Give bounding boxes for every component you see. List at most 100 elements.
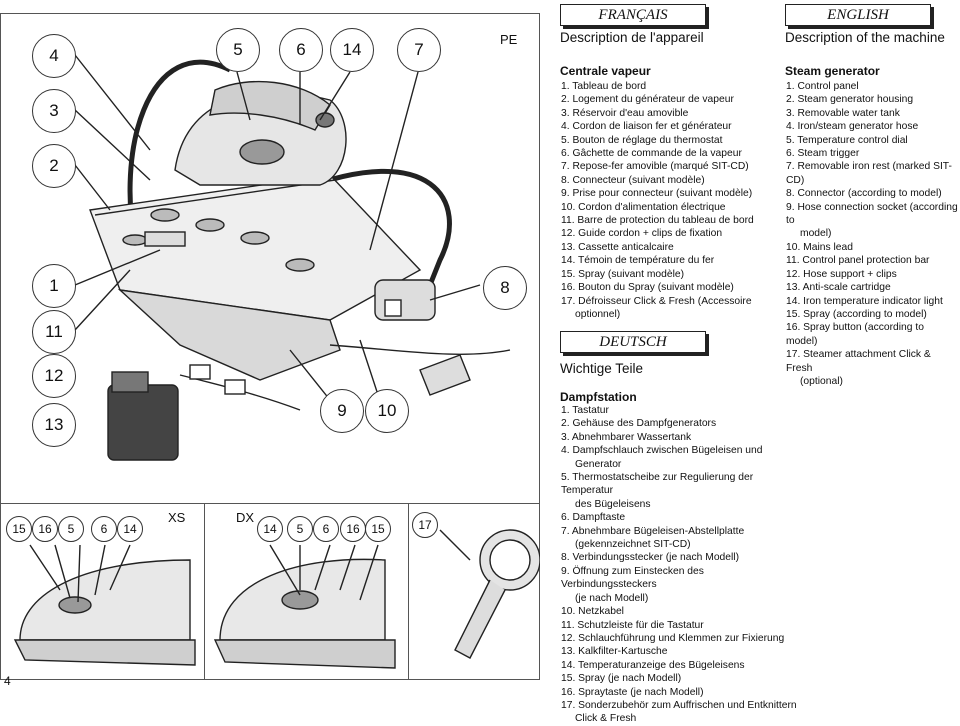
callout-4: 4 <box>32 34 76 78</box>
en-list-item: 3. Removable water tank <box>786 107 900 119</box>
en-list-item: 10. Mains lead <box>786 241 853 253</box>
en-list-item: 11. Control panel protection bar <box>786 255 930 267</box>
callout-9: 9 <box>320 389 364 433</box>
dx-callout-6: 6 <box>313 516 339 542</box>
de-list-item: 10. Netzkabel <box>561 606 624 618</box>
en-list-item: 6. Steam trigger <box>786 148 860 160</box>
en-list-item: 13. Anti-scale cartridge <box>786 282 891 294</box>
de-list-item: 1. Tastatur <box>561 405 609 416</box>
page-number: 4 <box>4 674 11 688</box>
lang-header-fr: FRANÇAIS <box>560 4 706 26</box>
xs-callout-16: 16 <box>32 516 58 542</box>
callout-6: 6 <box>279 28 323 72</box>
en-list-item: 4. Iron/steam generator hose <box>786 121 919 133</box>
de-list-item: 8. Verbindungsstecker (je nach Modell) <box>561 552 740 564</box>
dx-callout-15: 15 <box>365 516 391 542</box>
en-list-item: 5. Temperature control dial <box>786 134 908 146</box>
callout-5: 5 <box>216 28 260 72</box>
de-list-item: 7. Abnehmbare Bügeleisen-Abstellplatte <box>561 525 745 537</box>
de-list-item: (je nach Modell) <box>575 592 649 604</box>
fr-list-item: 9. Prise pour connecteur (suivant modèle… <box>561 188 753 200</box>
fr-list-item: 13. Cassette anticalcaire <box>561 241 674 253</box>
fr-section: Centrale vapeur <box>560 64 651 78</box>
de-list-item: 12. Schlauchführung und Klemmen zur Fixi… <box>561 632 785 644</box>
de-list-item: Click & Fresh <box>575 713 637 725</box>
callout-13: 13 <box>32 403 76 447</box>
xs-callout-6: 6 <box>91 516 117 542</box>
dx-callout-5: 5 <box>287 516 313 542</box>
en-list-item: 8. Connector (according to model) <box>786 188 942 200</box>
callout-1: 1 <box>32 264 76 308</box>
fr-list-item: 16. Bouton du Spray (suivant modèle) <box>561 282 734 294</box>
fr-list-item: 5. Bouton de réglage du thermostat <box>561 134 723 146</box>
callout-10: 10 <box>365 389 409 433</box>
de-list-item: 9. Öffnung zum Einstecken des Verbindung… <box>561 565 704 591</box>
dx-callout-14: 14 <box>257 516 283 542</box>
fr-list-item: 12. Guide cordon + clips de fixation <box>561 228 723 240</box>
fr-list-item: 6. Gâchette de commande de la vapeur <box>561 148 742 160</box>
xs-callout-14: 14 <box>117 516 143 542</box>
model-label-pe: PE <box>500 32 518 47</box>
de-section: Dampfstation <box>560 390 637 404</box>
xs-callout-5: 5 <box>58 516 84 542</box>
callout-14: 14 <box>330 28 374 72</box>
de-list-item: Generator <box>575 458 622 470</box>
en-list-item: 12. Hose support + clips <box>786 268 897 280</box>
fr-list-item: 2. Logement du générateur de vapeur <box>561 94 734 106</box>
fr-list-item: 14. Témoin de température du fer <box>561 255 715 267</box>
de-parts-list: 1. Tastatur 2. Gehäuse des Dampfgenerator… <box>561 404 801 726</box>
en-list-item: 14. Iron temperature indicator light <box>786 295 943 307</box>
lang-header-de: DEUTSCH <box>560 331 706 353</box>
en-title: Description of the machine <box>785 30 945 45</box>
fr-parts-list: 1. Tableau de bord 2. Logement du générat… <box>561 80 781 321</box>
accessory-callout-17: 17 <box>412 512 438 538</box>
fr-list-item: 8. Connecteur (suivant modèle) <box>561 174 705 186</box>
en-list-item: 15. Spray (according to model) <box>786 308 927 320</box>
en-list-item: model) <box>800 228 832 240</box>
de-title: Wichtige Teile <box>560 361 644 376</box>
de-list-item: (gekennzeichnet SIT-CD) <box>575 539 691 551</box>
fr-list-item: 17. Défroisseur Click & Fresh (Accessoir… <box>561 295 752 307</box>
fr-list-item: 1. Tableau de bord <box>561 81 647 92</box>
en-parts-list: 1. Control panel 2. Steam generator housi… <box>786 80 958 388</box>
en-list-item: 9. Hose connection socket (according to <box>786 201 958 227</box>
en-list-item: 17. Steamer attachment Click & Fresh <box>786 349 931 374</box>
fr-list-item: 4. Cordon de liaison fer et générateur <box>561 121 732 133</box>
de-list-item: 13. Kalkfilter-Kartusche <box>561 646 668 658</box>
de-list-item: 2. Gehäuse des Dampfgenerators <box>561 418 717 430</box>
de-list-item: 14. Temperaturanzeige des Bügeleisens <box>561 659 745 671</box>
en-section: Steam generator <box>785 64 880 78</box>
callout-12: 12 <box>32 354 76 398</box>
en-list-item: 7. Removable iron rest (marked SIT-CD) <box>786 161 952 186</box>
de-list-item: 4. Dampfschlauch zwischen Bügeleisen und <box>561 445 763 457</box>
xs-callout-15: 15 <box>6 516 32 542</box>
accessory-figure-frame <box>408 503 540 680</box>
fr-list-item: 7. Repose-fer amovible (marqué SIT-CD) <box>561 161 749 173</box>
callout-2: 2 <box>32 144 76 188</box>
callout-7: 7 <box>397 28 441 72</box>
de-list-item: 17. Sonderzubehör zum Auffrischen und En… <box>561 699 797 711</box>
de-list-item: des Bügeleisens <box>575 498 651 510</box>
de-list-item: 11. Schutzleiste für die Tastatur <box>561 619 704 631</box>
de-list-item: 6. Dampftaste <box>561 512 626 524</box>
fr-title: Description de l'appareil <box>560 30 704 45</box>
de-list-item: 5. Thermostatscheibe zur Regulierung der… <box>561 472 754 497</box>
en-list-item: 1. Control panel <box>786 81 859 92</box>
lang-header-en: ENGLISH <box>785 4 931 26</box>
fr-list-item: 3. Réservoir d'eau amovible <box>561 107 689 119</box>
callout-8: 8 <box>483 266 527 310</box>
de-list-item: 15. Spray (je nach Modell) <box>561 673 682 685</box>
en-list-item: 2. Steam generator housing <box>786 94 914 106</box>
de-list-item: 3. Abnehmbarer Wassertank <box>561 431 692 443</box>
model-label-dx: DX <box>236 510 255 525</box>
product-line-drawing <box>13 54 540 669</box>
callout-11: 11 <box>32 310 76 354</box>
en-list-item: (optional) <box>800 375 843 387</box>
fr-list-item: optionnel) <box>575 308 621 320</box>
fr-list-item: 11. Barre de protection du tableau de bo… <box>561 215 754 227</box>
model-label-xs: XS <box>168 510 186 525</box>
dx-callout-16: 16 <box>340 516 366 542</box>
fr-list-item: 15. Spray (suivant modèle) <box>561 268 685 280</box>
fr-list-item: 10. Cordon d'alimentation électrique <box>561 201 726 213</box>
callout-3: 3 <box>32 89 76 133</box>
